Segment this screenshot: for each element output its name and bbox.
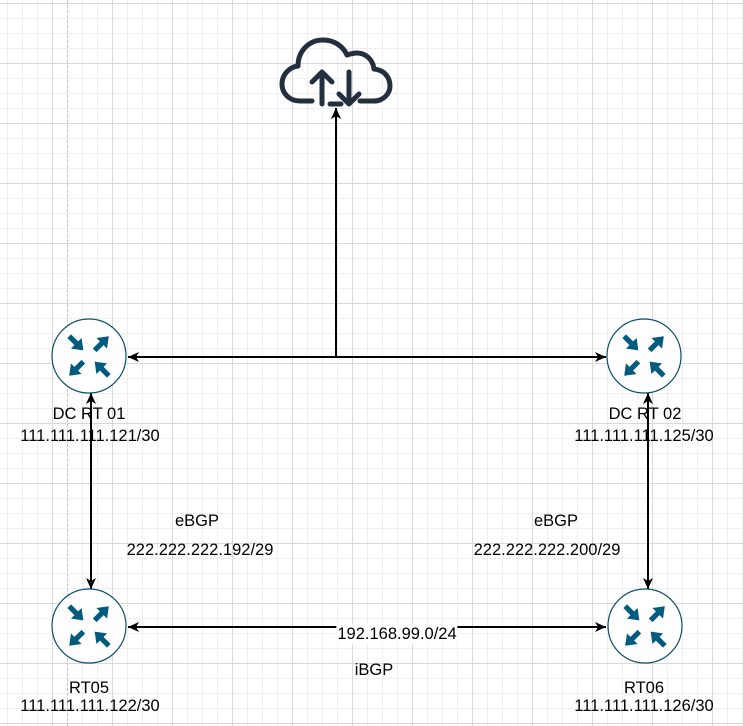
rt05-ip: 111.111.111.122/30 bbox=[20, 696, 160, 715]
rt06-ip: 111.111.111.126/30 bbox=[574, 696, 714, 715]
dc-rt-02-ip: 111.111.111.125/30 bbox=[574, 426, 714, 445]
cloud-outline bbox=[279, 37, 393, 104]
download-arrow-icon bbox=[336, 69, 362, 107]
dc-rt-02-label: DC RT 02 bbox=[608, 404, 682, 423]
rt05-router-icon bbox=[51, 588, 127, 664]
link-cloud-to-dc-rt-01 bbox=[128, 108, 341, 362]
link-rt05-rt06-subnet: 192.168.99.0/24 bbox=[336, 624, 458, 644]
link-cloud-to-dc-rt-02 bbox=[331, 108, 606, 362]
dc-rt-01-ip: 111.111.111.121/30 bbox=[20, 426, 160, 445]
link-dc-rt-02-rt06-protocol: eBGP bbox=[533, 511, 579, 530]
dc-rt-01-label: DC RT 01 bbox=[52, 404, 126, 423]
link-dc-rt-02-rt06-subnet: 222.222.222.200/29 bbox=[473, 540, 621, 559]
rt06-label: RT06 bbox=[623, 678, 665, 697]
rt05-label: RT05 bbox=[68, 678, 110, 697]
cloud-upload-download-icon bbox=[279, 37, 393, 107]
link-rt05-rt06-protocol: iBGP bbox=[354, 660, 394, 679]
dc-rt-01-router-icon bbox=[51, 318, 127, 394]
rt06-router-icon bbox=[607, 588, 683, 664]
dc-rt-02-router-icon bbox=[606, 318, 682, 394]
link-dc-rt-01-rt05-protocol: eBGP bbox=[174, 511, 220, 530]
upload-arrow-icon bbox=[309, 69, 335, 107]
link-dc-rt-01-rt05-subnet: 222.222.222.192/29 bbox=[126, 540, 274, 559]
